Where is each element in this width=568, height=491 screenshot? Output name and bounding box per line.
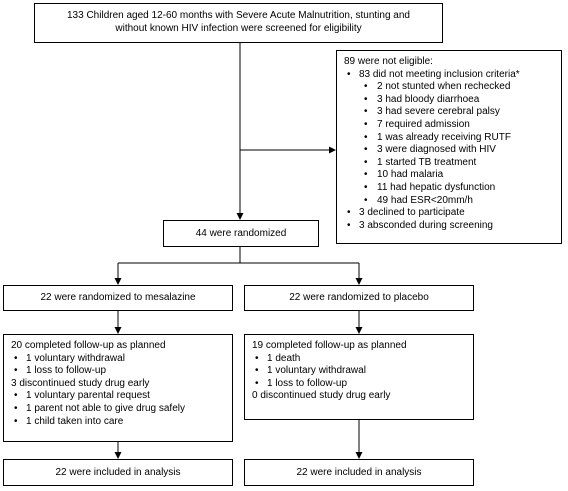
list-item: •11 had hepatic dysfunction bbox=[364, 181, 496, 193]
list-item: •1 loss to follow-up bbox=[14, 365, 107, 377]
placebo-followup-list: •1 death •1 voluntary withdrawal •1 loss… bbox=[252, 353, 466, 391]
list-item: •1 child taken into care bbox=[14, 415, 124, 427]
list-item: •7 required admission bbox=[364, 118, 470, 130]
mesalazine-discontinued-list: •1 voluntary parental request •1 parent … bbox=[11, 390, 225, 428]
list-item: •3 declined to participate bbox=[347, 207, 465, 219]
list-item: •1 death bbox=[255, 352, 301, 364]
mesalazine-followup-list: •1 voluntary withdrawal •1 loss to follo… bbox=[11, 353, 225, 378]
placebo-discontinued-heading: 0 discontinued study drug early bbox=[252, 390, 391, 402]
placebo-followup-heading: 19 completed follow-up as planned bbox=[252, 340, 407, 351]
mesalazine-followup-box: 20 completed follow-up as planned •1 vol… bbox=[3, 334, 233, 442]
mesalazine-discontinued-heading: 3 discontinued study drug early bbox=[11, 377, 150, 389]
list-item: •3 had bloody diarrhoea bbox=[364, 93, 480, 105]
placebo-followup-box: 19 completed follow-up as planned •1 dea… bbox=[244, 334, 474, 420]
randomized-label: 44 were randomized bbox=[195, 228, 287, 239]
mesalazine-allocation-label: 22 were randomized to mesalazine bbox=[40, 292, 196, 303]
list-item: •1 was already receiving RUTF bbox=[364, 131, 511, 143]
list-item: •3 absconded during screening bbox=[347, 219, 493, 231]
list-item: •3 had severe cerebral palsy bbox=[364, 106, 500, 118]
placebo-analysis-label: 22 were included in analysis bbox=[296, 467, 422, 478]
mesalazine-analysis-box: 22 were included in analysis bbox=[3, 459, 233, 486]
mesalazine-allocation-box: 22 were randomized to mesalazine bbox=[3, 285, 233, 311]
mesalazine-followup-heading: 20 completed follow-up as planned bbox=[11, 340, 166, 351]
placebo-allocation-box: 22 were randomized to placebo bbox=[244, 285, 474, 311]
list-item: •10 had malaria bbox=[364, 169, 444, 181]
screening-line-1: 133 Children aged 12-60 months with Seve… bbox=[67, 10, 410, 21]
randomized-box: 44 were randomized bbox=[163, 220, 319, 247]
mesalazine-analysis-label: 22 were included in analysis bbox=[55, 467, 181, 478]
exclusion-box: 89 were not eligible: •83 did not meetin… bbox=[336, 50, 562, 244]
list-item: •1 voluntary parental request bbox=[14, 390, 150, 402]
list-item: •1 started TB treatment bbox=[364, 156, 477, 168]
exclusion-list: •83 did not meeting inclusion criteria* … bbox=[344, 69, 554, 233]
exclusion-title: 89 were not eligible: bbox=[344, 56, 433, 67]
list-item: •83 did not meeting inclusion criteria* bbox=[347, 68, 520, 80]
list-item: •1 parent not able to give drug safely bbox=[14, 402, 185, 414]
list-item: •2 not stunted when rechecked bbox=[364, 81, 511, 93]
screening-box: 133 Children aged 12-60 months with Seve… bbox=[34, 3, 443, 43]
list-item: •1 loss to follow-up bbox=[255, 377, 348, 389]
screening-line-2: without known HIV infection were screene… bbox=[115, 22, 362, 34]
list-item: •3 were diagnosed with HIV bbox=[364, 144, 496, 156]
list-item: •1 voluntary withdrawal bbox=[255, 365, 366, 377]
list-item: •1 voluntary withdrawal bbox=[14, 352, 125, 364]
placebo-analysis-box: 22 were included in analysis bbox=[244, 459, 474, 486]
placebo-allocation-label: 22 were randomized to placebo bbox=[289, 292, 429, 303]
list-item: •49 had ESR<20mm/h bbox=[364, 194, 473, 206]
